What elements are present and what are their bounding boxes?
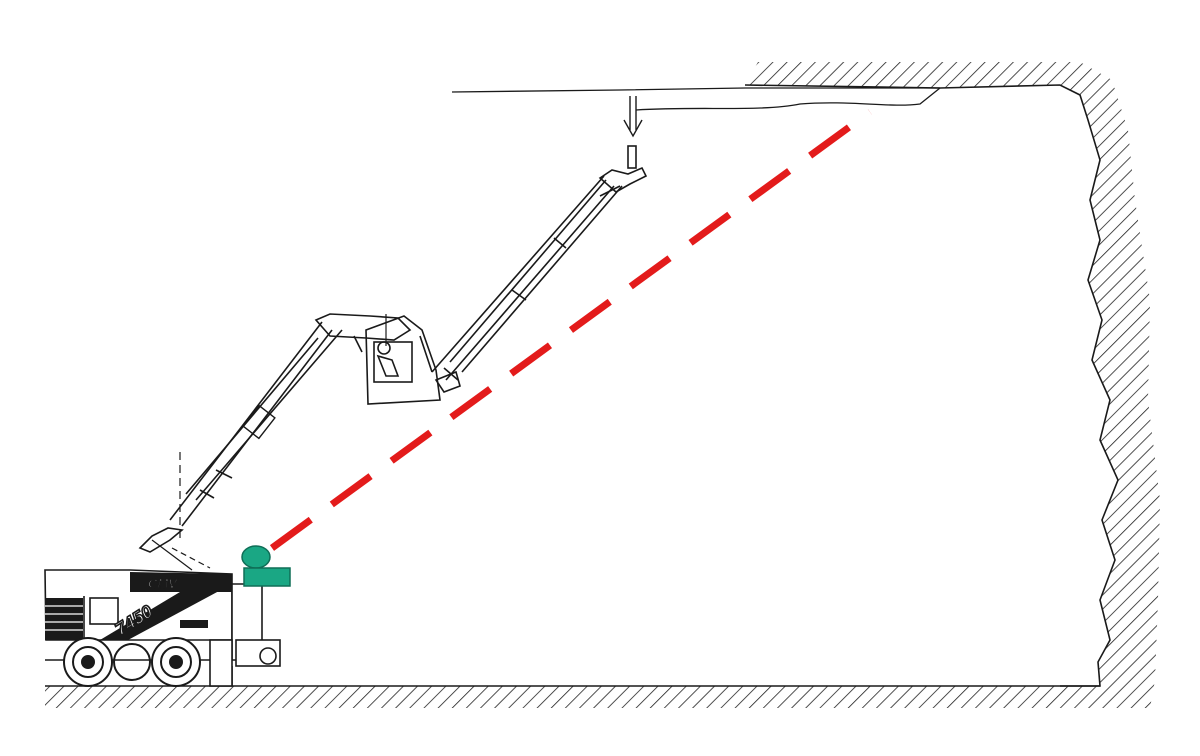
operator-cage bbox=[365, 315, 441, 405]
roof-line bbox=[451, 87, 940, 93]
lower-boom bbox=[169, 321, 343, 527]
sensor-icon bbox=[241, 545, 291, 587]
scaling-tool-head bbox=[598, 145, 648, 197]
upper-boom bbox=[431, 175, 623, 393]
carrier-vehicle: CMV 7450 bbox=[44, 569, 281, 687]
wheel-rear bbox=[63, 637, 113, 687]
line-of-sight-dashed bbox=[269, 109, 873, 551]
wheel-front bbox=[151, 637, 201, 687]
rock-face-outline bbox=[744, 84, 1119, 687]
wheel-middle bbox=[113, 643, 151, 681]
loose-rock-layer bbox=[635, 87, 941, 111]
arrow-down-icon bbox=[623, 96, 643, 138]
boom-assembly bbox=[138, 145, 648, 571]
brand-label: CMV bbox=[148, 576, 178, 591]
